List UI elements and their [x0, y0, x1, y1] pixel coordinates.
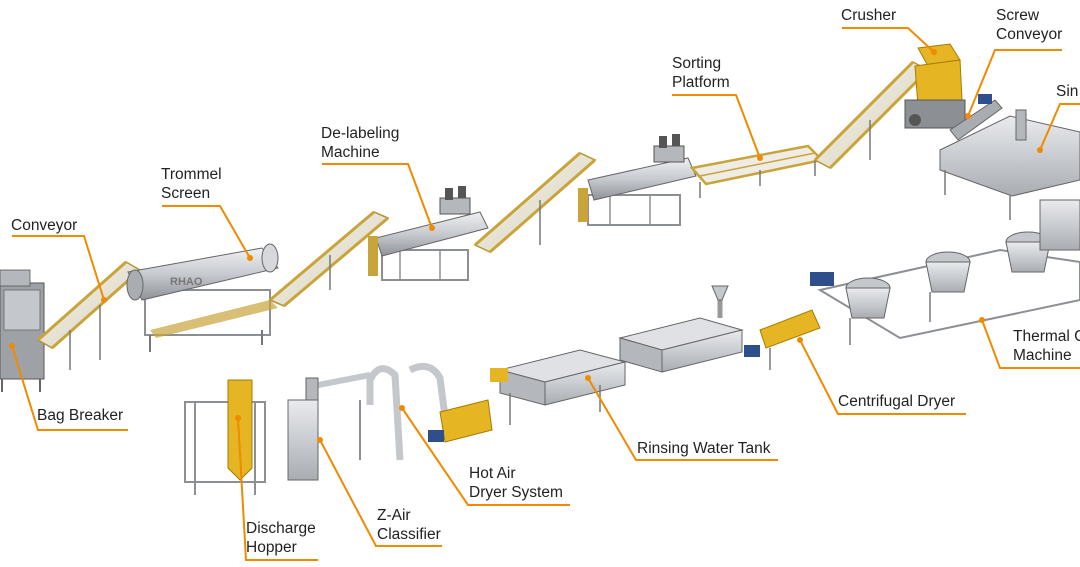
- crusher-machine: [904, 43, 966, 129]
- conveyor-belt-2: [268, 210, 390, 308]
- screw-conveyor-machine: [949, 94, 1003, 141]
- trommel-screen-machine: RHAO: [126, 243, 279, 352]
- label-delabeling-machine: De-labeling Machine: [321, 125, 400, 161]
- discharge-hopper-machine: [184, 379, 266, 495]
- delabeling-machine: [368, 186, 489, 281]
- conveyor-belt-3: [473, 151, 597, 254]
- friction-washer-machine: [578, 134, 697, 226]
- label-centrifugal-dryer: Centrifugal Dryer: [838, 393, 956, 410]
- brand-mark: RHAO: [170, 276, 203, 288]
- bag-breaker-machine: [0, 269, 45, 392]
- rinsing-water-tank-1: [490, 349, 627, 425]
- label-screw-conveyor: Screw Conveyor: [996, 7, 1063, 43]
- rinsing-water-tank-2: [618, 285, 744, 373]
- label-sink-float-tank: Sin: [1056, 83, 1079, 100]
- z-air-classifier-machine: [287, 372, 371, 481]
- label-sorting-platform: Sorting Platform: [672, 55, 730, 91]
- hot-air-dryer-system: [359, 362, 493, 461]
- label-trommel-screen: Trommel Screen: [161, 166, 222, 202]
- label-z-air-classifier: Z-Air Classifier: [377, 507, 441, 543]
- label-discharge-hopper: Discharge Hopper: [246, 520, 316, 556]
- leader-lines: [9, 27, 1080, 561]
- label-bag-breaker: Bag Breaker: [37, 407, 124, 424]
- thermal-cleaning-machine: [810, 199, 1080, 345]
- centrifugal-dryer-machine: [744, 309, 821, 370]
- label-conveyor: Conveyor: [11, 217, 78, 234]
- label-thermal-cleaning-machine: Thermal C Machine: [1013, 328, 1080, 364]
- label-hot-air-dryer-system: Hot Air Dryer System: [469, 465, 563, 501]
- conveyor-belt-1: [36, 260, 142, 370]
- label-crusher: Crusher: [841, 7, 897, 24]
- sorting-platform-machine: [689, 144, 825, 198]
- label-rinsing-water-tank: Rinsing Water Tank: [637, 440, 771, 457]
